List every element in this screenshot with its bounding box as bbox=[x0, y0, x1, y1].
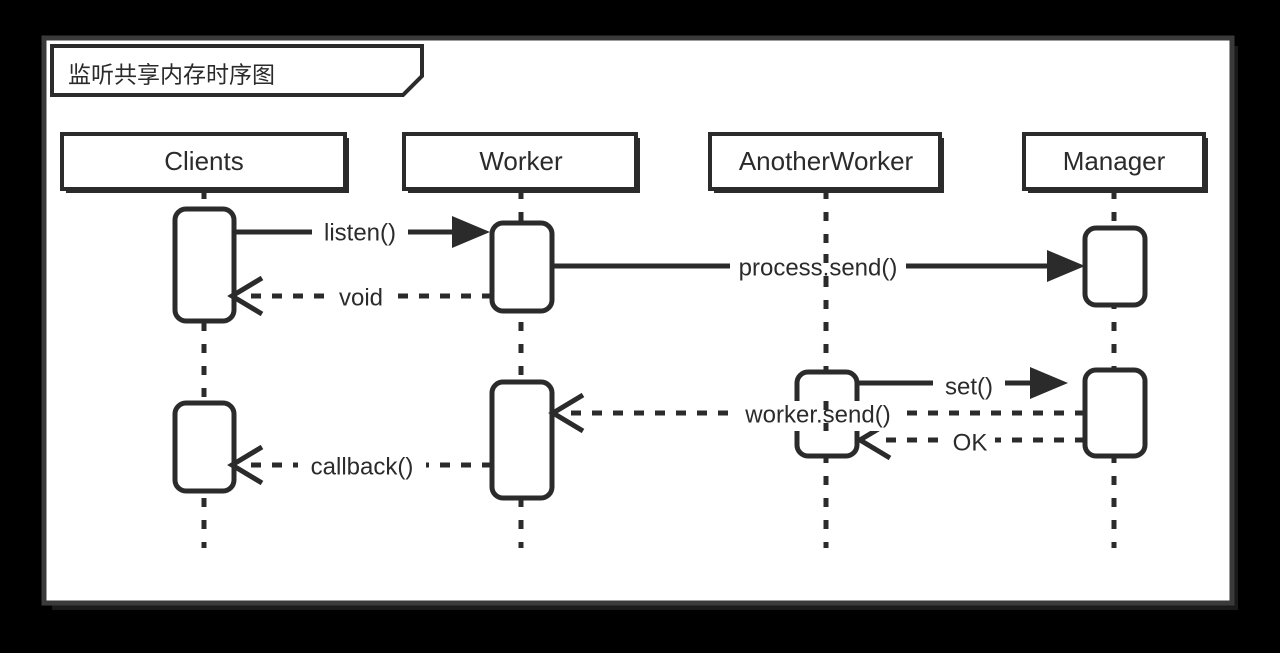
activation-box-manager-1[interactable] bbox=[1082, 225, 1148, 308]
message-label-set: set() bbox=[933, 373, 1005, 403]
message-label-process-send: process.send() bbox=[730, 254, 906, 284]
arrowhead-filled-process-send bbox=[1047, 250, 1085, 282]
header-box-clients bbox=[60, 132, 347, 191]
header-box-manager bbox=[1022, 132, 1206, 191]
header-box-worker bbox=[402, 132, 638, 191]
lifeline-label-manager: Manager bbox=[1063, 146, 1166, 176]
frame-title-label: 监听共享内存时序图 bbox=[68, 63, 275, 89]
arrowhead-open-void bbox=[227, 275, 264, 317]
message-void[interactable] bbox=[227, 275, 492, 317]
lifeline-label-worker: Worker bbox=[479, 146, 563, 176]
message-label-void: void bbox=[326, 284, 396, 314]
lifeline-header-manager[interactable]: Manager bbox=[1022, 132, 1208, 193]
message-label-listen: listen() bbox=[312, 219, 408, 249]
message-label-text-callback: callback() bbox=[311, 453, 414, 480]
frame-title-tab bbox=[50, 44, 424, 97]
header-box-anotherworker bbox=[708, 132, 942, 191]
message-label-text-void: void bbox=[339, 284, 383, 311]
lifeline-header-worker[interactable]: Worker bbox=[402, 132, 640, 193]
message-label-text-worker-send: worker.send() bbox=[744, 401, 890, 428]
label-backdrop-callback bbox=[298, 453, 426, 483]
label-backdrop-ok bbox=[945, 429, 995, 459]
activation-box-clients-2[interactable] bbox=[172, 400, 237, 494]
lifeline-headers-group: Clients Worker AnotherWorker Manager bbox=[60, 132, 1208, 193]
message-label-text-set: set() bbox=[945, 373, 993, 400]
label-backdrop-listen bbox=[312, 219, 408, 249]
arrowhead-filled-listen bbox=[452, 216, 490, 248]
message-label-text-ok: OK bbox=[953, 429, 988, 456]
message-label-text-listen: listen() bbox=[324, 219, 396, 246]
message-label-worker-send: worker.send() bbox=[730, 401, 906, 431]
arrowhead-open-callback bbox=[227, 444, 264, 486]
activation-box-worker-1[interactable] bbox=[489, 220, 555, 314]
activation-box-worker-2[interactable] bbox=[489, 379, 555, 501]
activation-box-manager-2[interactable] bbox=[1082, 367, 1148, 459]
message-label-text-process-send: process.send() bbox=[739, 254, 898, 281]
label-backdrop-process-send bbox=[730, 254, 906, 284]
message-labels-group: listen() void process.send() set() worke… bbox=[298, 219, 1005, 483]
lifeline-header-anotherworker[interactable]: AnotherWorker bbox=[708, 132, 944, 193]
message-label-callback: callback() bbox=[298, 453, 426, 483]
lifeline-header-clients[interactable]: Clients bbox=[60, 132, 349, 193]
lifeline-label-anotherworker: AnotherWorker bbox=[739, 146, 914, 176]
message-label-ok: OK bbox=[945, 429, 995, 459]
label-backdrop-worker-send bbox=[730, 401, 906, 431]
label-backdrop-set bbox=[933, 373, 1005, 403]
activation-box-clients-1[interactable] bbox=[172, 206, 237, 324]
arrowhead-filled-set bbox=[1030, 367, 1068, 399]
arrowhead-open-worker-send bbox=[548, 392, 585, 434]
message-callback[interactable] bbox=[227, 444, 492, 486]
lifeline-label-clients: Clients bbox=[164, 146, 243, 176]
label-backdrop-void bbox=[326, 284, 396, 314]
